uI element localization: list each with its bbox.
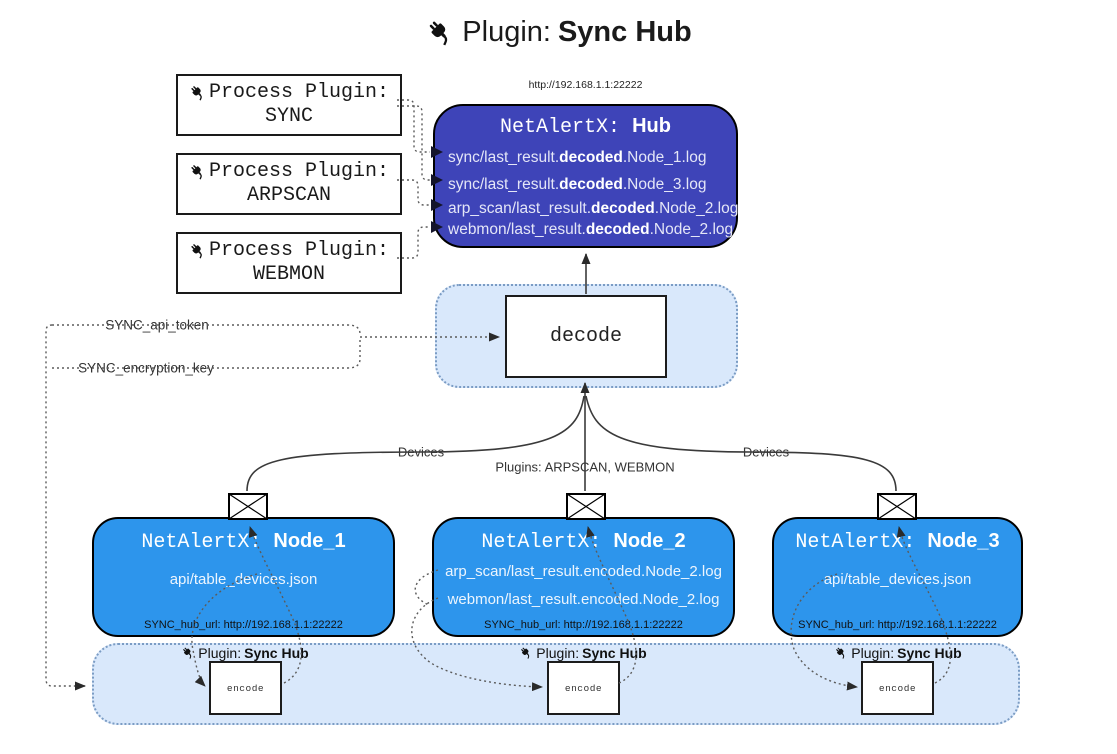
process-plugin-label: Process Plugin: <box>208 239 390 262</box>
encode-label: encode <box>226 682 265 694</box>
node2-hub-url: SYNC_hub_url: http://192.168.1.1:22222 <box>484 619 683 631</box>
hub-log-line: sync/last_result.decoded.Node_1.log <box>448 149 707 166</box>
node3-title: NetAlertX: Node_3 <box>795 530 1000 554</box>
devices-right-edge <box>585 395 897 492</box>
encode-label: encode <box>564 682 603 694</box>
process-plugin-arpscan-box: Process Plugin: ARPSCAN <box>176 153 402 215</box>
process-plugin-arpscan-label: Process Plugin: <box>178 160 400 183</box>
node2-title: NetAlertX: Node_2 <box>481 530 686 554</box>
process-plugin-name: ARPSCAN <box>246 184 331 207</box>
process-plugin-webmon-box: Process Plugin: WEBMON <box>176 232 402 294</box>
plug-icon <box>189 84 207 102</box>
sync-encryption-key-label: SYNC_encryption_key <box>74 360 218 376</box>
node3-box: NetAlertX: Node_3 api/table_devices.json… <box>772 517 1023 637</box>
envelope-icon <box>228 493 268 520</box>
envelope-icon <box>877 493 917 520</box>
node3-hub-url: SYNC_hub_url: http://192.168.1.1:22222 <box>798 619 997 631</box>
decode-box: decode <box>505 295 667 378</box>
keys-to-encode-zone-arrow <box>45 324 86 691</box>
devices-left-edge <box>246 395 585 492</box>
process-plugin-webmon-label: Process Plugin: <box>178 239 400 262</box>
node2-file-line: webmon/last_result.encoded.Node_2.log <box>447 591 720 608</box>
encode-zone-plugin-label: Plugin: Sync Hub <box>181 645 309 661</box>
title-name: Sync Hub <box>557 16 692 48</box>
title-prefix: Plugin: <box>462 16 551 48</box>
process-plugin-label: Process Plugin: <box>208 160 390 183</box>
node3-file-line: api/table_devices.json <box>823 571 972 588</box>
node1-box: NetAlertX: Node_1 api/table_devices.json… <box>92 517 395 637</box>
hub-title-name: Hub <box>632 115 671 137</box>
encode-box-node2: encode <box>547 661 620 715</box>
hub-log-line: arp_scan/last_result.decoded.Node_2.log <box>448 200 739 217</box>
process-plugin-label: Process Plugin: <box>208 81 390 104</box>
encode-box-node1: encode <box>209 661 282 715</box>
plug-icon <box>834 646 848 660</box>
plugins-mid-label: Plugins: ARPSCAN, WEBMON <box>490 459 680 475</box>
encode-box-node3: encode <box>861 661 934 715</box>
hub-log-line: sync/last_result.decoded.Node_3.log <box>448 176 707 193</box>
plug-icon <box>425 18 455 48</box>
node1-title: NetAlertX: Node_1 <box>141 530 346 554</box>
hub-log-line: webmon/last_result.decoded.Node_2.log <box>448 221 734 238</box>
node1-file-line: api/table_devices.json <box>169 571 318 588</box>
hub-url-label: http://192.168.1.1:22222 <box>528 79 643 91</box>
encode-label: encode <box>878 682 917 694</box>
encode-zone-plugin-label: Plugin: Sync Hub <box>834 645 962 661</box>
process-plugin-name: SYNC <box>264 105 313 128</box>
sync-api-token-label: SYNC_api_token <box>101 317 213 333</box>
node2-box: NetAlertX: Node_2 arp_scan/last_result.e… <box>432 517 735 637</box>
node2-file-line: arp_scan/last_result.encoded.Node_2.log <box>445 563 722 580</box>
plug-icon <box>189 163 207 181</box>
plug-icon <box>189 242 207 260</box>
page-title: Plugin: Sync Hub <box>425 16 692 49</box>
process-plugin-sync-label: Process Plugin: <box>178 81 400 104</box>
encode-zone-plugin-label: Plugin: Sync Hub <box>519 645 647 661</box>
process-plugin-sync-box: Process Plugin: SYNC <box>176 74 402 136</box>
hub-box: NetAlertX: Hub sync/last_result.decoded.… <box>433 104 738 248</box>
process-plugin-name: WEBMON <box>252 263 325 286</box>
node1-hub-url: SYNC_hub_url: http://192.168.1.1:22222 <box>144 619 343 631</box>
plug-icon <box>519 646 533 660</box>
envelope-icon <box>566 493 606 520</box>
hub-title-prefix: NetAlertX: <box>500 116 633 139</box>
devices-right-label: Devices <box>737 444 795 460</box>
decode-label: decode <box>549 325 622 348</box>
plug-icon <box>181 646 195 660</box>
devices-left-label: Devices <box>392 444 450 460</box>
envelope-icons <box>228 493 917 520</box>
hub-title: NetAlertX: Hub <box>435 115 736 139</box>
